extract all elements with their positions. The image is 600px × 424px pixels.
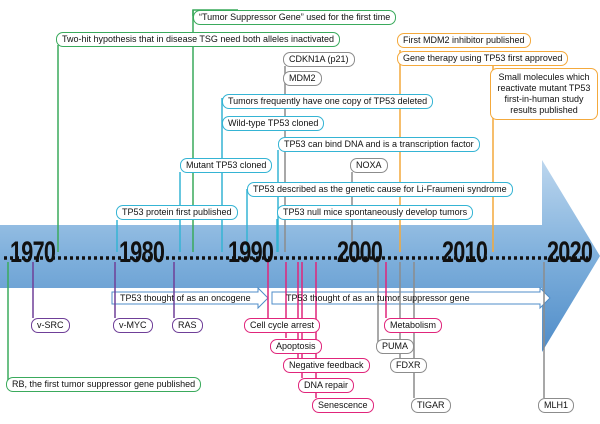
label-null-mice: TP53 null mice spontaneously develop tum…: [277, 205, 474, 220]
label-cdkn1a: CDKN1A (p21): [283, 52, 355, 67]
year-1980: 1980: [119, 236, 165, 269]
label-rb-first-tsg: RB, the first tumor suppressor gene publ…: [6, 377, 202, 392]
label-binds-dna: TP53 can bind DNA and is a transcription…: [278, 137, 480, 152]
label-senescence: Senescence: [312, 398, 374, 413]
label-small-molecules: Small molecules which reactivate mutant …: [490, 68, 598, 120]
label-gene-therapy: Gene therapy using TP53 first approved: [397, 51, 569, 66]
timeline-arrow: [0, 160, 600, 352]
label-apoptosis: Apoptosis: [270, 339, 322, 354]
label-v-src: v-SRC: [31, 318, 70, 333]
year-2010: 2010: [442, 236, 488, 269]
label-mdm2: MDM2: [283, 71, 322, 86]
year-2000: 2000: [337, 236, 383, 269]
label-ras: RAS: [172, 318, 203, 333]
label-puma: PUMA: [376, 339, 415, 354]
year-1990: 1990: [228, 236, 274, 269]
oncogene-era-arrow: [111, 286, 269, 310]
label-tigar: TIGAR: [411, 398, 451, 413]
label-mutant-cloned: Mutant TP53 cloned: [180, 158, 273, 173]
suppressor-era-label: TP53 thought of as an tumor suppressor g…: [286, 293, 470, 303]
oncogene-era-label: TP53 thought of as an oncogene: [120, 293, 251, 303]
label-li-fraumeni: TP53 described as the genetic cause for …: [247, 182, 513, 197]
label-fdxr: FDXR: [390, 358, 427, 373]
label-one-copy-deleted: Tumors frequently have one copy of TP53 …: [222, 94, 434, 109]
label-wild-type-cloned: Wild-type TP53 cloned: [222, 116, 325, 131]
label-noxa: NOXA: [350, 158, 388, 173]
label-metabolism: Metabolism: [384, 318, 443, 333]
label-mlh1: MLH1: [538, 398, 575, 413]
label-protein-first-published: TP53 protein first published: [116, 205, 238, 220]
label-cell-cycle-arrest: Cell cycle arrest: [244, 318, 321, 333]
year-2020: 2020: [547, 236, 593, 269]
label-v-myc: v-MYC: [113, 318, 153, 333]
label-tsg-first-use: “Tumor Suppressor Gene” used for the fir…: [193, 10, 397, 25]
year-1970: 1970: [10, 236, 56, 269]
label-first-mdm2-inhibitor: First MDM2 inhibitor published: [397, 33, 531, 48]
label-dna-repair: DNA repair: [298, 378, 355, 393]
label-two-hit-hypothesis: Two-hit hypothesis that in disease TSG n…: [56, 32, 340, 47]
label-negative-feedback: Negative feedback: [283, 358, 370, 373]
